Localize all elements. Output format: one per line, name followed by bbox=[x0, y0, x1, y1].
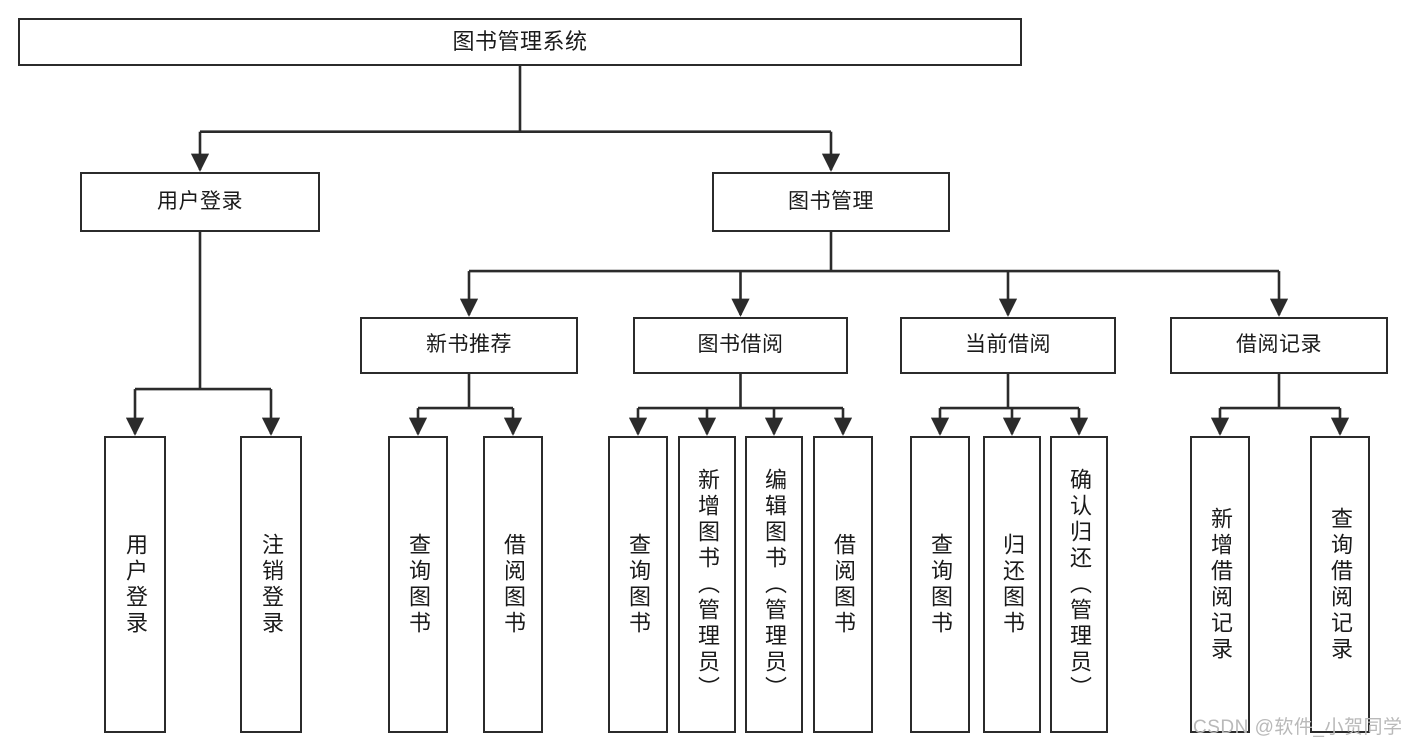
node-l3-e1: 新增借阅记录 bbox=[1190, 436, 1250, 733]
node-label: 借阅图书 bbox=[501, 532, 526, 637]
node-l3-b1: 查询图书 bbox=[388, 436, 448, 733]
node-l3-c2: 新增图书（管理员） bbox=[678, 436, 736, 733]
node-l3-d1: 查询图书 bbox=[910, 436, 970, 733]
node-label: 注销登录 bbox=[259, 532, 284, 637]
node-l3-d3: 确认归还（管理员） bbox=[1050, 436, 1108, 733]
node-l2-record: 借阅记录 bbox=[1170, 317, 1388, 374]
node-label: 归还图书 bbox=[1000, 532, 1025, 637]
node-l2-current: 当前借阅 bbox=[900, 317, 1116, 374]
node-l3-a2: 注销登录 bbox=[240, 436, 302, 733]
node-label: 图书借阅 bbox=[697, 333, 784, 357]
node-label: 用户登录 bbox=[157, 189, 243, 213]
node-label: 查询图书 bbox=[406, 532, 431, 637]
node-label: 查询借阅记录 bbox=[1328, 506, 1353, 663]
node-label: 确认归还（管理员） bbox=[1067, 467, 1092, 702]
node-label: 新增图书（管理员） bbox=[695, 467, 720, 702]
node-label: 新书推荐 bbox=[426, 333, 512, 357]
node-l1-login: 用户登录 bbox=[80, 172, 320, 232]
node-label: 借阅图书 bbox=[831, 532, 856, 637]
node-label: 借阅记录 bbox=[1236, 333, 1322, 357]
node-label: 图书管理系统 bbox=[452, 29, 588, 55]
node-l3-b2: 借阅图书 bbox=[483, 436, 543, 733]
node-root: 图书管理系统 bbox=[18, 18, 1022, 66]
node-label: 用户登录 bbox=[123, 532, 148, 637]
node-l2-new: 新书推荐 bbox=[360, 317, 578, 374]
node-label: 当前借阅 bbox=[965, 333, 1051, 357]
node-l2-borrow: 图书借阅 bbox=[633, 317, 848, 374]
node-label: 编辑图书（管理员） bbox=[762, 467, 787, 702]
node-l3-c1: 查询图书 bbox=[608, 436, 668, 733]
node-l3-e2: 查询借阅记录 bbox=[1310, 436, 1370, 733]
node-l3-c4: 借阅图书 bbox=[813, 436, 873, 733]
node-l3-a1: 用户登录 bbox=[104, 436, 166, 733]
node-l3-d2: 归还图书 bbox=[983, 436, 1041, 733]
node-l3-c3: 编辑图书（管理员） bbox=[745, 436, 803, 733]
watermark: CSDN @软件_小贺同学 bbox=[1193, 717, 1403, 738]
node-l1-books: 图书管理 bbox=[712, 172, 950, 232]
node-label: 新增借阅记录 bbox=[1208, 506, 1233, 663]
node-label: 图书管理 bbox=[788, 189, 874, 213]
node-label: 查询图书 bbox=[626, 532, 651, 637]
node-label: 查询图书 bbox=[928, 532, 953, 637]
